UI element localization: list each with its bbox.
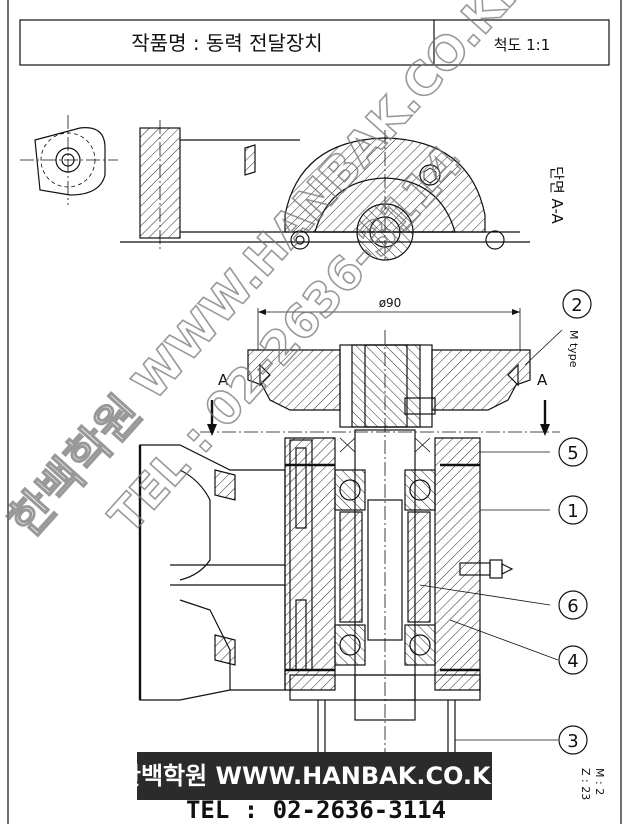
footer-banner: 한백학원 WWW.HANBAK.CO.KR — [119, 752, 509, 800]
balloon-3-note-module: M : 2 — [593, 768, 606, 795]
balloon-6: 6 — [558, 590, 588, 620]
leader-lines — [419, 329, 563, 741]
section-marker-left: A — [218, 371, 229, 389]
title-block: 작품명 : 동력 전달장치 척도 1:1 — [19, 19, 610, 66]
svg-text:2: 2 — [571, 295, 582, 316]
svg-text:5: 5 — [567, 443, 578, 464]
footer-banner-text: 한백학원 WWW.HANBAK.CO.KR — [119, 762, 509, 790]
balloon-1: 1 — [558, 495, 588, 525]
svg-text:1: 1 — [567, 501, 578, 522]
drawing-scale: 척도 1:1 — [494, 36, 551, 54]
balloon-2: 2 M type — [562, 289, 592, 368]
sheet-border — [7, 0, 622, 824]
balloon-4: 4 — [558, 645, 588, 675]
pulley-diameter: ø90 — [379, 296, 402, 310]
flange-side-view — [20, 115, 118, 205]
balloon-2-note: M type — [567, 330, 580, 368]
svg-text:6: 6 — [567, 596, 578, 617]
section-marker-right: A — [537, 371, 548, 389]
svg-text:3: 3 — [567, 731, 578, 752]
grease-nipple — [459, 559, 514, 579]
drawing-title: 작품명 : 동력 전달장치 — [131, 31, 322, 55]
balloon-5: 5 — [558, 437, 588, 467]
section-cut-plane: A A — [200, 371, 560, 436]
v-belt-pulley: ø90 — [247, 296, 531, 760]
balloon-3: 3 M : 2 Z : 23 — [558, 725, 606, 800]
bearing-housing — [284, 437, 481, 691]
balloon-3-note-teeth: Z : 23 — [579, 768, 592, 800]
section-label: 단면 A-A — [548, 166, 566, 224]
footer-tel: TEL : 02-2636-3114 — [186, 796, 446, 824]
section-a-a-view: 단면 A-A — [120, 120, 566, 262]
svg-text:4: 4 — [567, 651, 578, 672]
shaft-assembly — [289, 429, 481, 721]
spur-gear — [317, 700, 456, 760]
